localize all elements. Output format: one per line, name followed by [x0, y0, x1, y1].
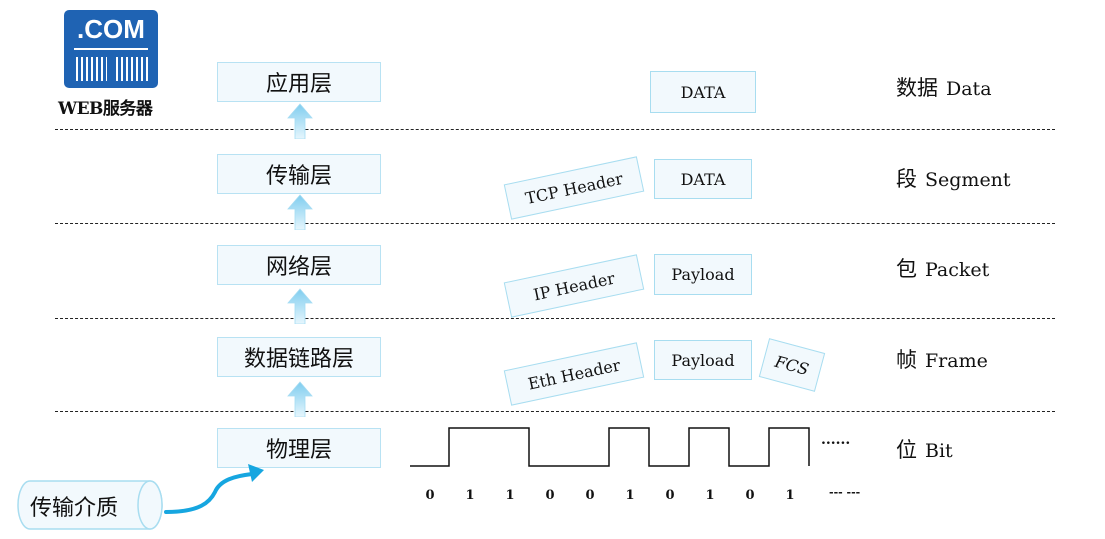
medium-to-physical-arrow-icon	[164, 464, 264, 514]
up-arrow-icon	[287, 194, 313, 230]
unit-data: 数据 Data	[896, 72, 992, 102]
bit-label: 1	[465, 488, 475, 503]
up-arrow-icon	[287, 381, 313, 417]
unit-en: Segment	[925, 169, 1011, 191]
pdu-datalink-payload: Payload	[654, 340, 752, 380]
layer-transport: 传输层	[217, 154, 381, 194]
transmission-medium-label: 传输介质	[30, 496, 119, 521]
unit-cn: 段	[896, 167, 917, 191]
bit-label: 1	[505, 488, 515, 503]
bit-label: 0	[585, 488, 595, 503]
signal-line	[410, 427, 810, 467]
bit-label: 0	[665, 488, 675, 503]
unit-cn: 帧	[896, 348, 917, 372]
logo-divider	[74, 48, 148, 50]
logo-caption: WEB服务器	[58, 99, 153, 119]
pdu-transport-data: DATA	[654, 159, 752, 199]
up-arrow-icon	[287, 288, 313, 324]
unit-cn: 位	[896, 438, 917, 462]
layer-network: 网络层	[217, 245, 381, 285]
unit-en: Bit	[925, 440, 953, 462]
unit-en: Frame	[925, 350, 988, 372]
layer-separator	[55, 411, 1055, 412]
bit-signal-waveform	[410, 427, 810, 467]
unit-cn: 数据	[896, 76, 938, 100]
layer-physical: 物理层	[217, 428, 381, 468]
layer-separator	[55, 129, 1055, 130]
transmission-medium-cylinder	[17, 480, 163, 530]
pdu-eth-header: Eth Header	[503, 342, 645, 406]
pdu-app-data: DATA	[650, 71, 756, 113]
wave-ellipsis: ......	[821, 432, 851, 448]
bit-label: 0	[425, 488, 435, 503]
pdu-fcs: FCS	[758, 338, 826, 392]
bit-label: 1	[625, 488, 635, 503]
unit-en: Packet	[925, 259, 990, 281]
pdu-ip-header: IP Header	[503, 254, 645, 318]
layer-separator	[55, 318, 1055, 319]
layer-application: 应用层	[217, 62, 381, 102]
unit-en: Data	[946, 78, 992, 100]
bit-label: 1	[785, 488, 795, 503]
logo-badge: .COM	[64, 10, 158, 88]
bit-label: 0	[545, 488, 555, 503]
layer-separator	[55, 223, 1055, 224]
unit-cn: 包	[896, 257, 917, 281]
unit-frame: 帧 Frame	[896, 344, 988, 374]
bit-label: 1	[705, 488, 715, 503]
unit-segment: 段 Segment	[896, 163, 1011, 193]
logo-barcode-gap	[107, 55, 115, 83]
unit-bit: 位 Bit	[896, 434, 953, 464]
bit-label: 0	[745, 488, 755, 503]
logo-com-text: .COM	[77, 14, 145, 44]
bits-ellipsis: --- ---	[829, 486, 861, 499]
pdu-network-payload: Payload	[654, 254, 752, 295]
unit-packet: 包 Packet	[896, 253, 989, 283]
pdu-tcp-header: TCP Header	[503, 156, 645, 220]
layer-datalink: 数据链路层	[217, 337, 381, 377]
up-arrow-icon	[287, 103, 313, 139]
